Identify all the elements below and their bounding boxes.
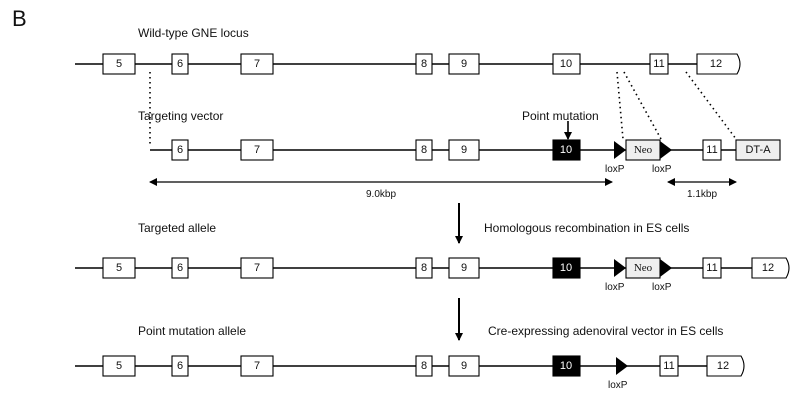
loxp-label: loxP [605,282,625,293]
svg-text:5: 5 [116,58,122,70]
mutant-exon: 10 [552,355,581,377]
cre-step-label: Cre-expressing adenoviral vector in ES c… [488,324,723,338]
exon-truncated: 12 [696,53,741,75]
svg-text:10: 10 [560,360,572,372]
svg-text:9: 9 [461,360,467,372]
svg-text:7: 7 [254,58,260,70]
exon: 9 [448,257,480,279]
exon: 11 [649,53,669,75]
exon: 5 [102,53,136,75]
svg-text:DT-A: DT-A [745,144,771,156]
loxp-triangle [614,259,626,277]
exon: 7 [240,355,274,377]
svg-text:11: 11 [706,262,717,274]
svg-text:6: 6 [177,58,183,70]
neo-cassette: Neo [625,139,661,161]
svg-text:8: 8 [421,144,427,156]
exon: 11 [702,257,722,279]
loxp-triangle [660,141,672,159]
svg-text:6: 6 [177,144,183,156]
targeted-allele-row: Targeted allele Homologous recombination… [75,221,790,293]
exon: 6 [171,53,189,75]
homology-guide-right [685,71,737,140]
homology-guide [616,71,624,140]
svg-text:10: 10 [560,58,572,70]
svg-text:6: 6 [177,262,183,274]
svg-text:10: 10 [560,144,572,156]
svg-text:12: 12 [710,58,722,70]
svg-text:5: 5 [116,262,122,274]
mutant-exon: 10 [552,139,581,161]
exon: 11 [659,355,679,377]
exon: 6 [171,139,189,161]
exon: 6 [171,257,189,279]
dta-cassette: DT-A [735,139,781,161]
loxp-label: loxP [652,282,672,293]
span-label-left: 9.0kbp [366,189,396,200]
loxp-label: loxP [608,380,628,391]
point-mutation-allele-row: Point mutation allele Cre-expressing ade… [75,324,745,391]
wildtype-locus-row: Wild-type GNE locus 5 6 7 8 9 10 11 12 [75,26,741,144]
vector-label: Targeting vector [138,109,223,123]
loxp-label: loxP [605,164,625,175]
svg-text:12: 12 [717,360,729,372]
svg-text:8: 8 [421,360,427,372]
panel-letter: B [12,6,27,31]
svg-text:7: 7 [254,262,260,274]
svg-text:7: 7 [254,360,260,372]
exon: 7 [240,257,274,279]
svg-text:11: 11 [706,144,717,156]
exon: 11 [702,139,722,161]
svg-text:9: 9 [461,144,467,156]
svg-text:11: 11 [653,58,664,70]
svg-text:8: 8 [421,262,427,274]
exon-truncated: 12 [751,257,790,279]
svg-text:6: 6 [177,360,183,372]
exon: 5 [102,355,136,377]
targeted-label: Targeted allele [138,221,216,235]
exon: 8 [415,53,433,75]
svg-text:9: 9 [461,262,467,274]
loxp-label: loxP [652,164,672,175]
exon: 9 [448,53,480,75]
exon: 8 [415,257,433,279]
recombination-step-label: Homologous recombination in ES cells [484,221,689,235]
exon: 10 [552,53,581,75]
svg-text:12: 12 [762,262,774,274]
loxp-triangle [660,259,672,277]
homology-guide [623,71,662,140]
loxp-triangle [614,141,626,159]
exon: 6 [171,355,189,377]
svg-text:5: 5 [116,360,122,372]
targeting-vector-row: Targeting vector Point mutation 6 7 8 9 … [138,109,781,200]
exon: 8 [415,139,433,161]
exon: 9 [448,355,480,377]
svg-text:7: 7 [254,144,260,156]
exon: 5 [102,257,136,279]
svg-text:9: 9 [461,58,467,70]
mutant-exon: 10 [552,257,581,279]
svg-text:8: 8 [421,58,427,70]
loxp-triangle [616,357,628,375]
wildtype-label: Wild-type GNE locus [138,26,249,40]
svg-text:Neo: Neo [634,262,653,274]
point-mutation-label: Point mutation [522,109,599,123]
exon: 7 [240,53,274,75]
neo-cassette: Neo [625,257,661,279]
exon: 9 [448,139,480,161]
span-label-right: 1.1kbp [687,189,717,200]
exon: 7 [240,139,274,161]
svg-text:Neo: Neo [634,144,653,156]
exon-truncated: 12 [706,355,745,377]
exon: 8 [415,355,433,377]
svg-text:10: 10 [560,262,572,274]
point-allele-label: Point mutation allele [138,324,246,338]
svg-text:11: 11 [663,360,674,372]
